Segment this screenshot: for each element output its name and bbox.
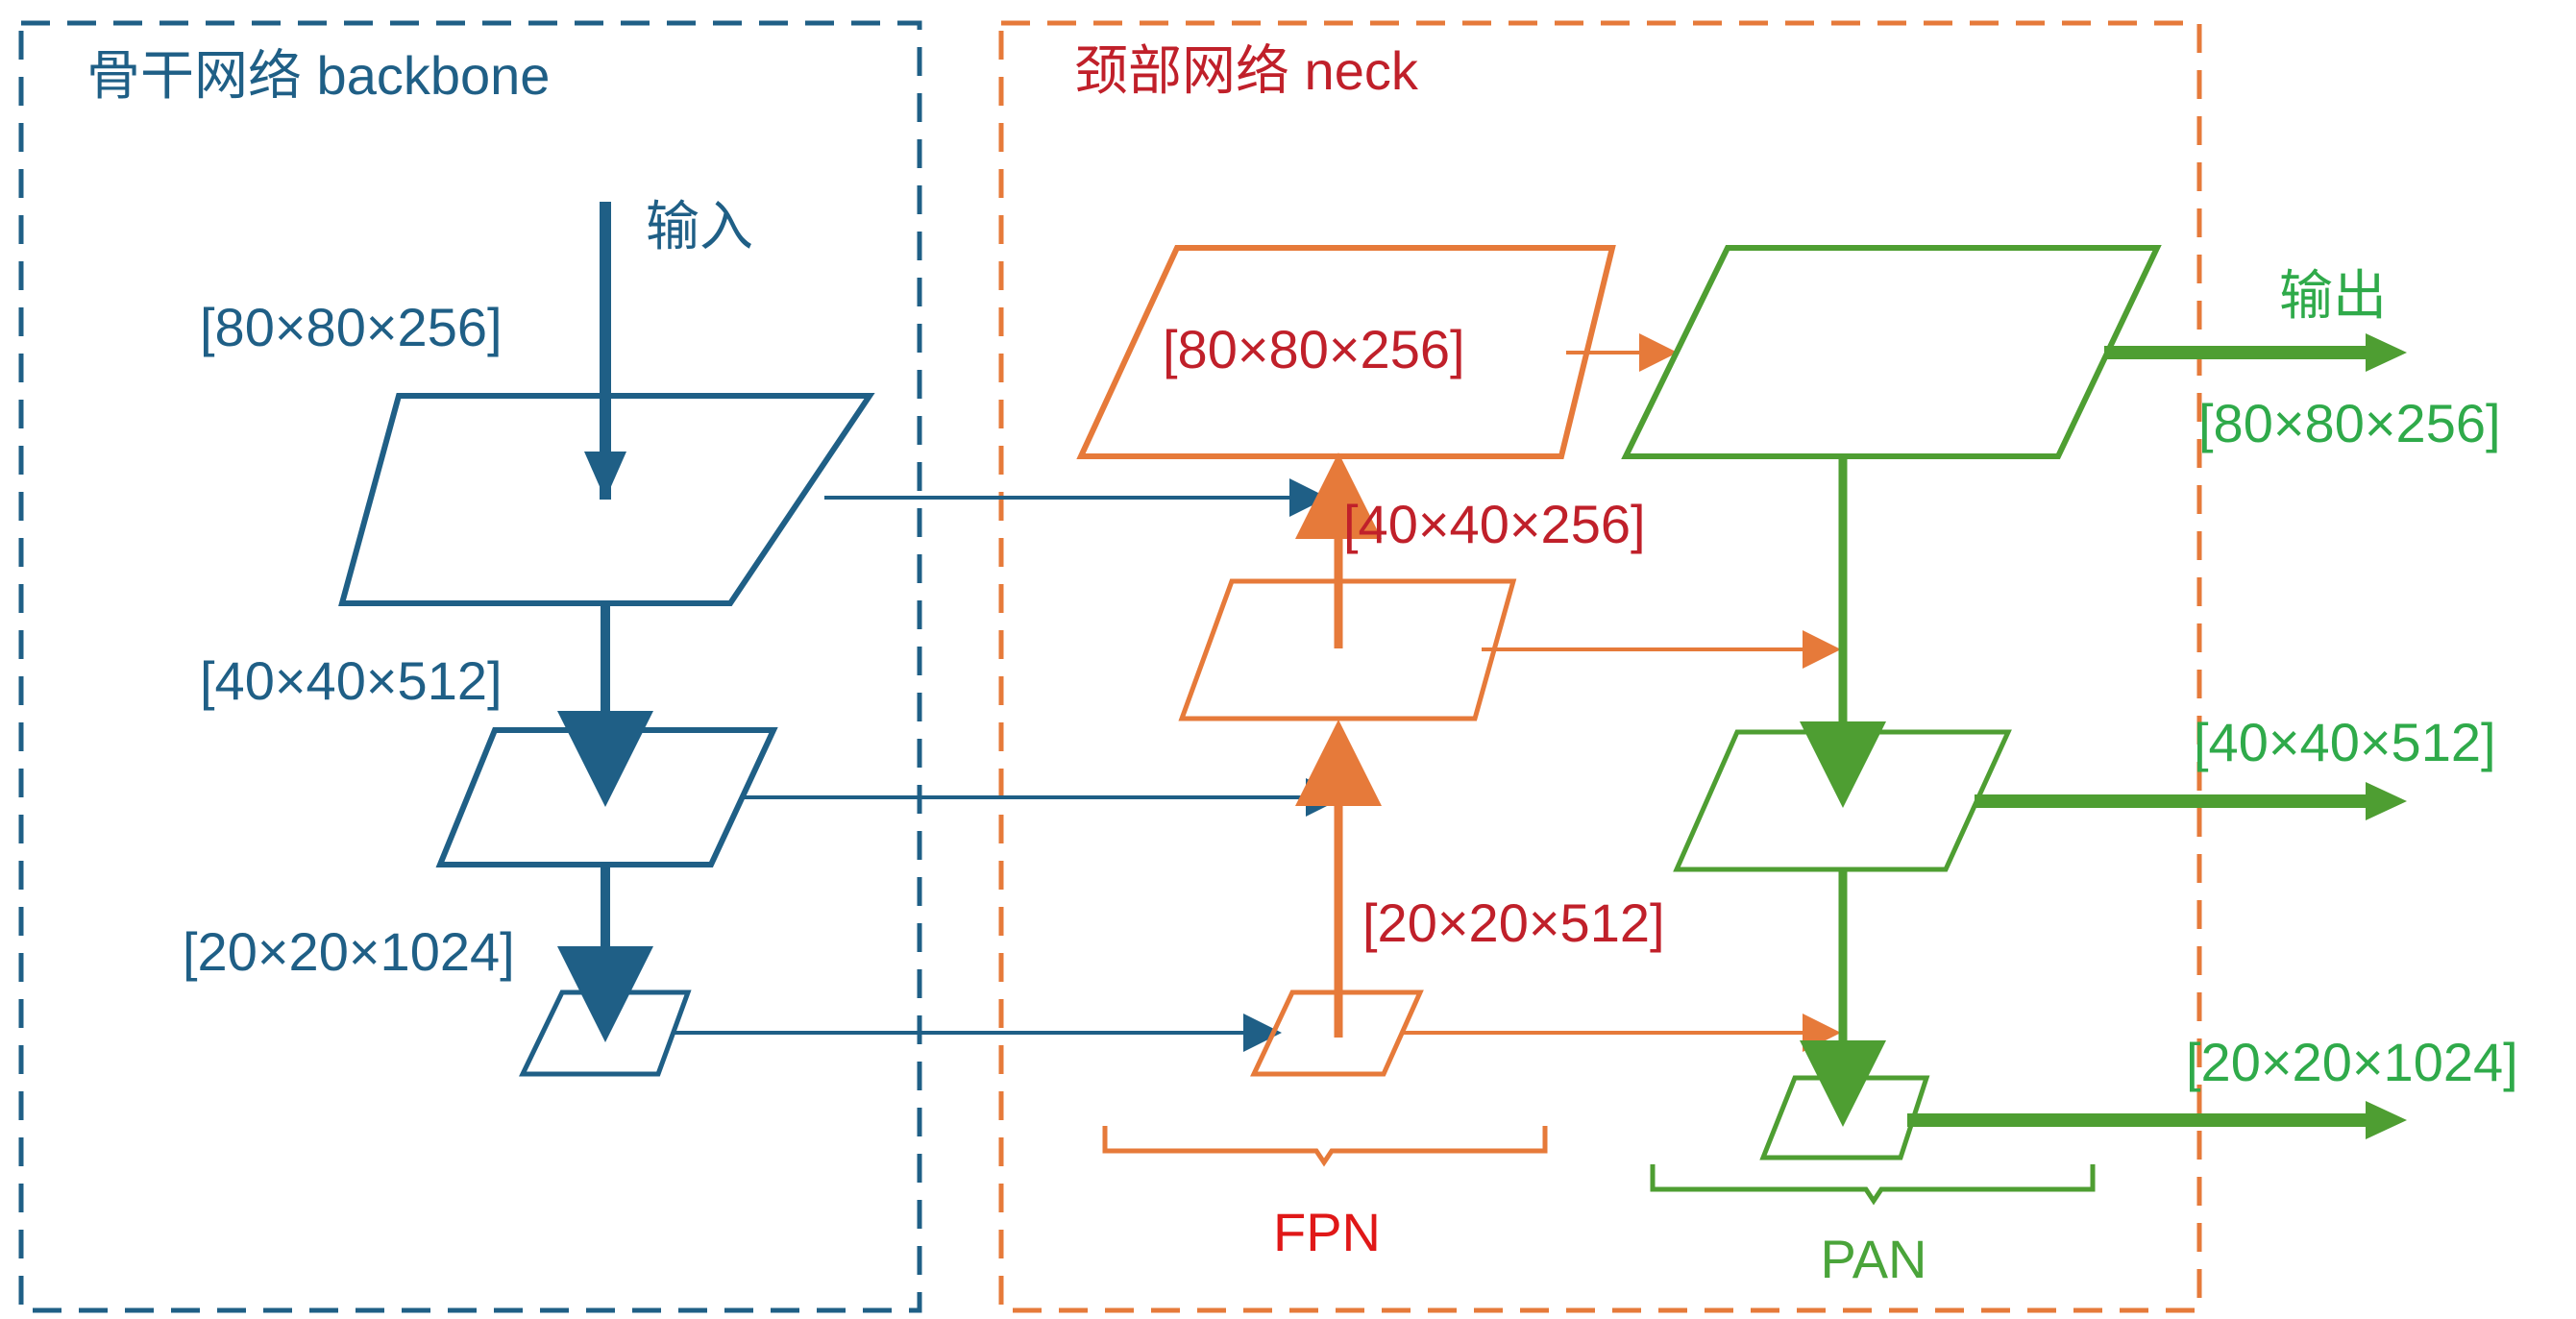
fpn-brace (1102, 1126, 1548, 1167)
neck-title: 颈部网络 neck (1074, 40, 1419, 101)
backbone-shape-40 (435, 727, 778, 867)
input-arrow-head (584, 452, 626, 500)
backbone-label-20: [20×20×1024] (183, 921, 515, 982)
output-label-40: [40×40×512] (2194, 712, 2496, 772)
fpn-label-20: [20×20×512] (1362, 892, 1665, 953)
output-label: 输出 (2279, 265, 2387, 326)
backbone-frame (18, 20, 922, 1313)
pan-label: PAN (1821, 1229, 1927, 1289)
output-label-80: [80×80×256] (2198, 393, 2501, 453)
pan-brace (1650, 1164, 2096, 1206)
backbone-label-80: [80×80×256] (200, 297, 503, 357)
fpn-label-80: [80×80×256] (1163, 319, 1465, 379)
fpn-shape-20 (1250, 989, 1424, 1077)
pan-shape-40 (1673, 729, 2012, 872)
fpn-label-40: [40×40×256] (1343, 494, 1646, 554)
output-arrow-head-40 (2366, 782, 2407, 820)
output-arrow-head-80 (2366, 333, 2407, 372)
output-arrow-head-20 (2366, 1101, 2407, 1139)
output-label-20: [20×20×1024] (2186, 1032, 2518, 1092)
input-label: 输入 (646, 196, 753, 256)
backbone-label-40: [40×40×512] (200, 650, 503, 711)
pan-shape-80 (1621, 245, 2162, 459)
fpn-label: FPN (1273, 1202, 1381, 1262)
backbone-shape-80 (338, 393, 875, 606)
backbone-title: 骨干网络 backbone (86, 45, 550, 106)
fpn-shape-80 (1076, 245, 1616, 459)
fpn-shape-40 (1178, 578, 1517, 721)
